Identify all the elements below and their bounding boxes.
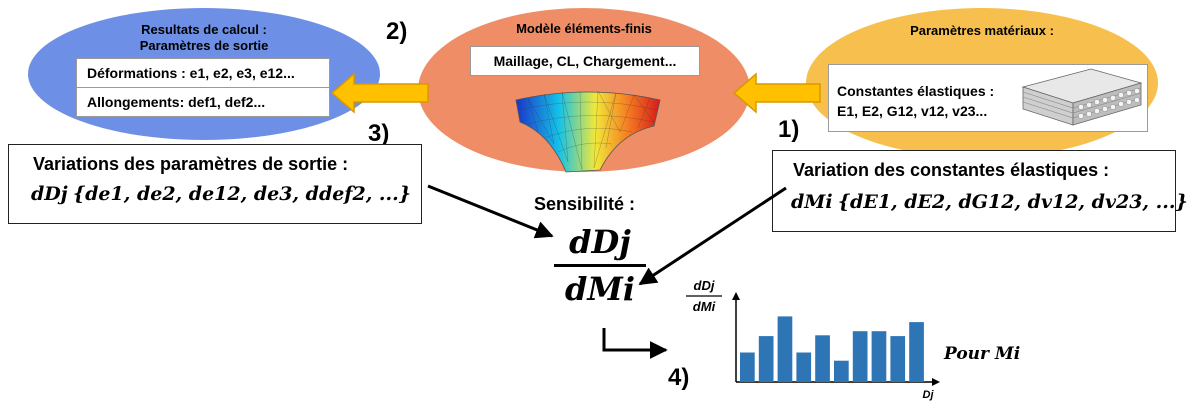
- material-ellipse-title: Paramètres matériaux :: [910, 23, 1054, 38]
- fem-model-box: Maillage, CL, Chargement...: [470, 46, 700, 76]
- arrow-fem-to-output: [330, 72, 429, 114]
- fem-model-title: Modèle éléments-finis: [516, 21, 652, 36]
- sensitivity-denominator: dMi: [565, 270, 635, 308]
- fem-model-box-text: Maillage, CL, Chargement...: [493, 53, 677, 69]
- step-3-label: 3): [368, 120, 390, 147]
- material-parameters-ellipse: Paramètres matériaux : Constantes élasti…: [806, 8, 1158, 158]
- chart-bar: [852, 331, 868, 382]
- arrow-sensitivity-to-chart: [602, 328, 668, 359]
- output-variation-formula: dDj {de1, de2, de12, de3, ddef2, ...}: [31, 183, 411, 206]
- material-parameters-box: Constantes élastiques : E1, E2, G12, v12…: [828, 64, 1148, 132]
- composite-laminate-icon: [1021, 68, 1143, 126]
- chart-bar: [740, 352, 755, 382]
- output-formula-set: {de1, de2, de12, de3, ddef2, ...}: [72, 183, 411, 205]
- chart-bar: [834, 360, 849, 382]
- chart-y-label-denominator: dMi: [693, 299, 716, 314]
- output-ellipse-title-line2: Paramètres de sortie: [139, 38, 269, 53]
- output-ellipse-title-line1: Resultats de calcul :: [141, 22, 267, 37]
- output-parameters-ellipse: Resultats de calcul : Paramètres de sort…: [28, 8, 380, 140]
- elastic-constants-list: E1, E2, G12, v12, v23...: [837, 103, 988, 119]
- output-variation-title: Variations des paramètres de sortie :: [33, 154, 349, 174]
- chart-bar: [909, 322, 924, 382]
- constants-formula-lhs: dMi: [791, 191, 833, 213]
- constants-formula-set: {dE1, dE2, dG12, dv12, dv23, ...}: [837, 191, 1188, 213]
- output-formula-lhs: dDj: [31, 183, 68, 205]
- step-4-label: 4): [668, 364, 690, 391]
- elastic-constants-label: Constantes élastiques :: [837, 83, 995, 99]
- sensitivity-fraction: dDj dMi: [550, 222, 650, 309]
- chart-x-axis-arrowhead: [932, 378, 940, 386]
- output-ellipse-title: Resultats de calcul : Paramètres de sort…: [28, 22, 380, 54]
- sensitivity-label: Sensibilité :: [534, 194, 636, 214]
- chart-y-label-numerator: dDj: [694, 278, 715, 293]
- arrow-constants-to-sensitivity: [638, 186, 787, 286]
- chart-y-axis-arrowhead: [732, 292, 740, 300]
- output-parameters-box: Déformations : e1, e2, e3, e12... Allong…: [76, 58, 330, 117]
- sensitivity-numerator: dDj: [569, 223, 631, 261]
- arrow-material-to-fem: [732, 72, 821, 114]
- chart-annotation: Pour Mi: [944, 344, 1020, 364]
- chart-bar: [796, 352, 812, 382]
- chart-bar: [758, 336, 774, 382]
- chart-annotation-text: Pour Mi: [944, 344, 1021, 364]
- constants-variation-panel: Variation des constantes élastiques : dM…: [772, 150, 1188, 232]
- fem-mesh-image: [515, 90, 661, 173]
- chart-x-label: Dj: [923, 389, 935, 401]
- arrow-output-to-sensitivity: [427, 184, 554, 239]
- output-variation-panel: Variations des paramètres de sortie : dD…: [8, 144, 422, 224]
- chart-bar: [815, 335, 830, 382]
- step-2-label: 2): [386, 18, 408, 45]
- elongations-row: Allongements: def1, def2...: [87, 94, 266, 110]
- fem-model-ellipse: Modèle éléments-finis Maillage, CL, Char…: [418, 8, 750, 173]
- step-1-label: 1): [778, 116, 800, 143]
- fraction-bar: [554, 264, 646, 267]
- constants-variation-formula: dMi {dE1, dE2, dG12, dv12, dv23, ...}: [791, 191, 1188, 214]
- chart-bar: [890, 336, 906, 382]
- deformations-row: Déformations : e1, e2, e3, e12...: [77, 59, 329, 88]
- chart-bar: [871, 331, 887, 382]
- constants-variation-title: Variation des constantes élastiques :: [793, 160, 1110, 180]
- chart-bar: [777, 316, 793, 382]
